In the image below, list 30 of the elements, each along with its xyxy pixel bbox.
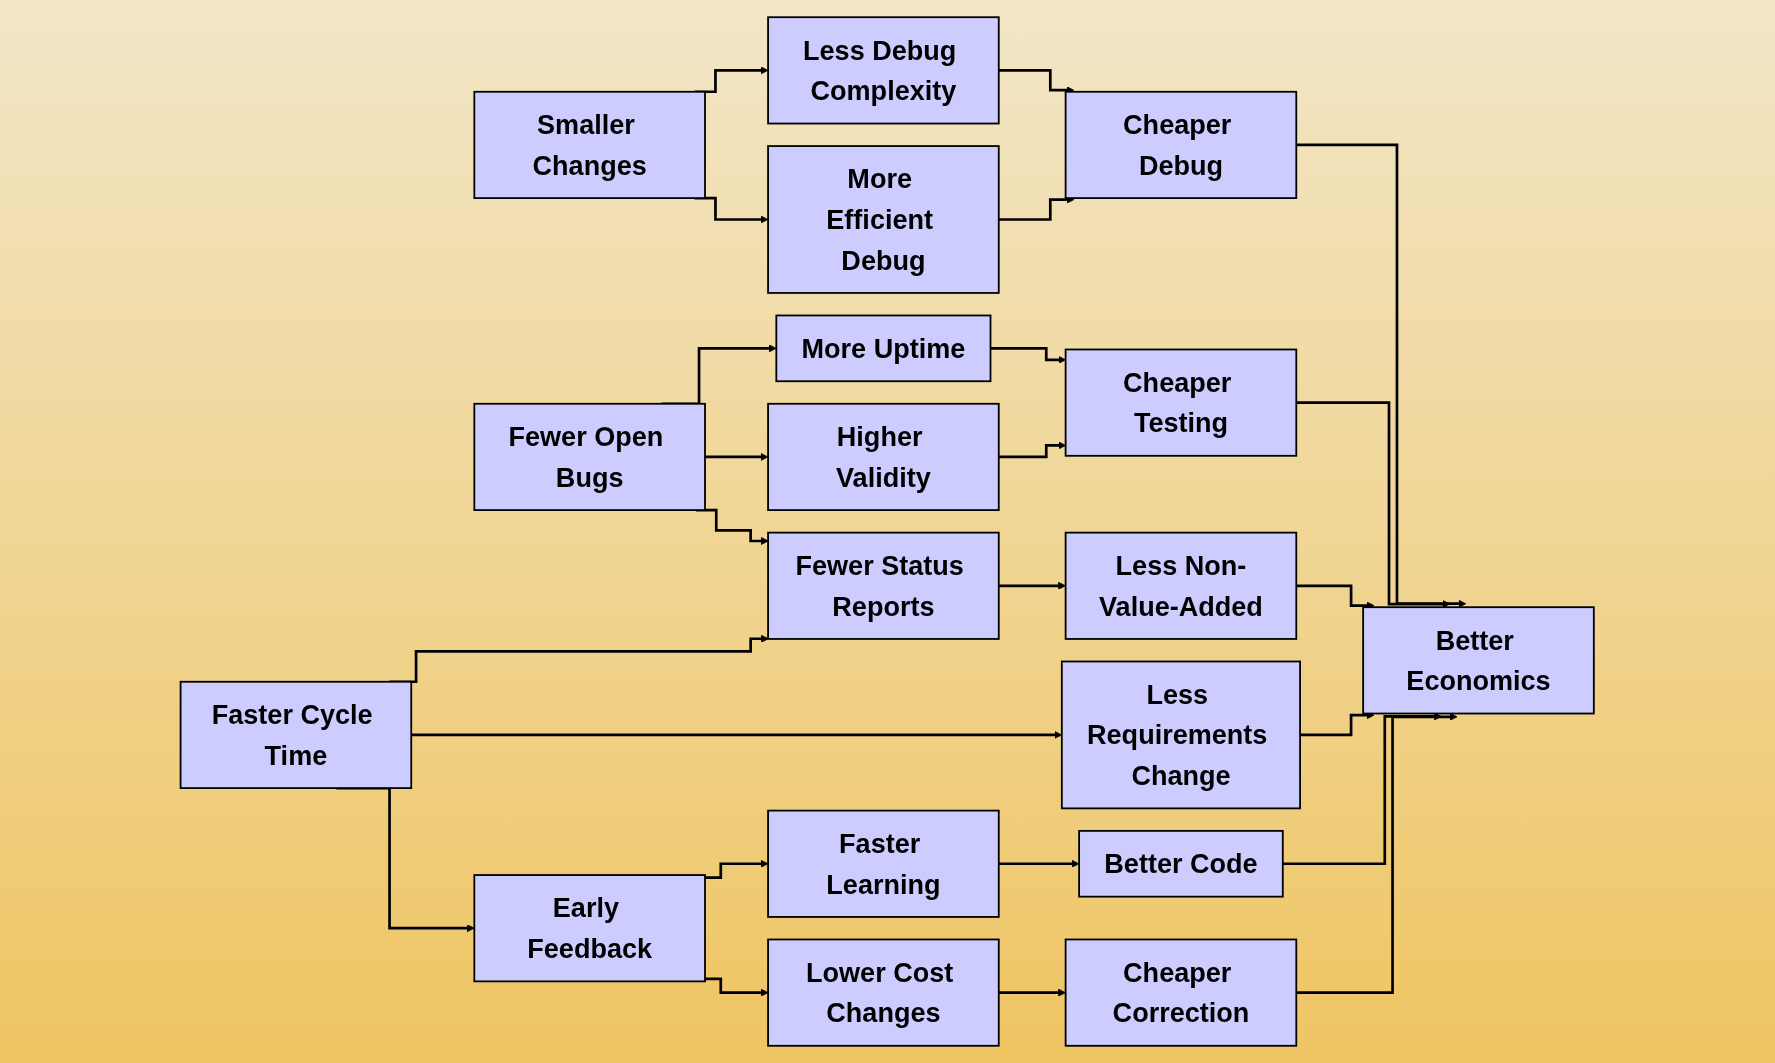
- node-box: Early Feedback: [473, 874, 707, 983]
- node-box: Higher Validity: [767, 402, 1000, 511]
- arrow: [705, 452, 769, 461]
- node-box: More Uptime: [775, 314, 992, 383]
- node-box: Cheaper Correction: [1065, 938, 1298, 1047]
- arrow: [999, 69, 1075, 95]
- arrow: [999, 859, 1080, 868]
- arrow: [705, 977, 769, 997]
- arrow: [705, 859, 769, 879]
- arrow: [1300, 711, 1375, 737]
- node-box: Better Economics: [1362, 606, 1595, 715]
- node-box: Better Code: [1078, 830, 1284, 898]
- arrow: [1296, 712, 1458, 994]
- arrow: [1296, 143, 1467, 608]
- node-box: Smaller Changes: [473, 90, 707, 199]
- arrow: [411, 730, 1063, 739]
- node-box: More Efficient Debug: [767, 145, 1000, 294]
- arrow: [999, 195, 1075, 221]
- node-box: Fewer Status Reports: [767, 531, 1000, 640]
- node-box: Faster Learning: [767, 809, 1000, 918]
- arrow: [1296, 584, 1375, 610]
- node-box: Lower Cost Changes: [767, 938, 1000, 1047]
- node-box: Cheaper Testing: [1065, 348, 1298, 457]
- node-box: Cheaper Debug: [1065, 90, 1298, 199]
- node-box: Less Non-Value-Added: [1065, 531, 1298, 640]
- node-box: Fewer Open Bugs: [473, 402, 707, 511]
- node-box: Less Requirements Change: [1061, 660, 1302, 810]
- node-box: Less Debug Complexity: [767, 16, 1000, 125]
- arrow: [1296, 401, 1451, 608]
- node-box: Faster Cycle Time: [179, 680, 413, 789]
